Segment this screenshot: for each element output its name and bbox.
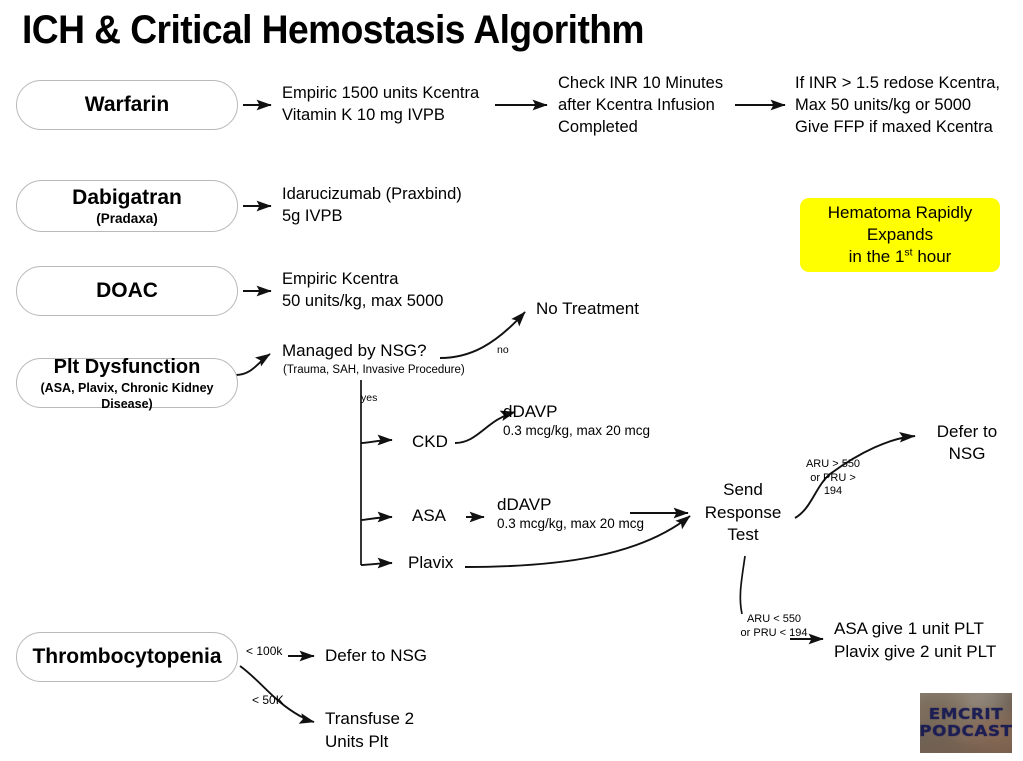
node-plt-dysfunction-sublabel: (ASA, Plavix, Chronic Kidney Disease) [40,380,214,411]
page-title: ICH & Critical Hemostasis Algorithm [22,8,645,52]
edge-label-yes: yes [361,392,378,404]
node-plt-dysfunction-label: Plt Dysfunction [53,355,201,378]
node-doac-label: DOAC [96,279,158,302]
edge-label-under-50k: < 50K [252,693,284,707]
node-dabigatran[interactable]: Dabigatran (Pradaxa) [16,180,238,232]
callout-line-1: Hematoma Rapidly [827,203,973,222]
edge-label-aru-high: ARU > 550 or PRU > 194 [805,458,861,497]
dabigatran-step1-text: Idarucizumab (Praxbind) 5g IVPB [282,185,462,225]
callout-line-2: Expands [866,225,934,244]
decision-managed-by-nsg-sublabel: (Trauma, SAH, Invasive Procedure) [283,364,465,376]
branch-asa: ASA [412,506,447,525]
arrow-plt-to-question [235,353,271,376]
emcrit-podcast-logo: EMCRIT PODCAST [920,693,1012,753]
warfarin-step1-text: Empiric 1500 units Kcentra Vitamin K 10 … [282,84,480,124]
logo-line-emcrit: EMCRIT [928,705,1004,723]
edge-label-aru-low: ARU < 550 or PRU < 194 [740,613,808,639]
outcome-platelet-transfusion: ASA give 1 unit PLT Plavix give 2 unit P… [834,619,997,661]
callout-line-3-prefix: in the 1 [848,247,905,266]
line-srt-low [739,555,746,615]
node-warfarin-label: Warfarin [84,93,170,116]
branch-ckd: CKD [412,432,448,451]
outcome-defer-to-nsg-lower: Defer to NSG [325,646,428,665]
node-warfarin[interactable]: Warfarin [16,80,238,130]
logo-line-podcast: PODCAST [920,722,1012,740]
edge-label-no: no [497,344,509,356]
arrow-ckd [360,434,393,446]
doac-step1-text: Empiric Kcentra 50 units/kg, max 5000 [282,270,444,310]
callout-line-3-suffix: hour [912,247,952,266]
outcome-transfuse-platelets: Transfuse 2 Units Plt [325,709,415,751]
warfarin-step3-text: If INR > 1.5 redose Kcentra, Max 50 unit… [795,74,1000,136]
treatment-ddavp-asa-dose: 0.3 mcg/kg, max 20 mcg [497,516,645,531]
node-dabigatran-sublabel: (Pradaxa) [96,210,158,226]
edge-label-under-100k: < 100k [246,644,283,658]
treatment-ddavp-ckd: dDAVP [503,402,558,421]
callout-hematoma-expansion: Hematoma Rapidly Expands in the 1st hour [800,198,1000,272]
callout-line-3: in the 1st hour [828,246,973,268]
arrow-asa [360,511,393,523]
node-dabigatran-label: Dabigatran [72,185,182,209]
treatment-ddavp-asa: dDAVP [497,495,552,514]
node-thrombocytopenia-label: Thrombocytopenia [32,645,222,668]
decision-managed-by-nsg: Managed by NSG? [282,341,427,360]
node-plt-dysfunction[interactable]: Plt Dysfunction (ASA, Plavix, Chronic Ki… [16,355,238,411]
node-doac[interactable]: DOAC [16,266,238,316]
arrow-no-treatment [439,311,526,359]
node-thrombocytopenia[interactable]: Thrombocytopenia [16,632,238,682]
treatment-ddavp-ckd-dose: 0.3 mcg/kg, max 20 mcg [503,423,651,438]
node-send-response-test: Send Response Test [704,480,782,544]
branch-plavix: Plavix [408,553,454,572]
warfarin-step2-text: Check INR 10 Minutes after Kcentra Infus… [558,74,724,136]
outcome-no-treatment: No Treatment [536,299,639,318]
callout-line-3-superscript: st [904,246,913,259]
outcome-defer-to-nsg-upper: Defer to NSG [936,422,998,463]
arrow-plavix [360,557,393,569]
